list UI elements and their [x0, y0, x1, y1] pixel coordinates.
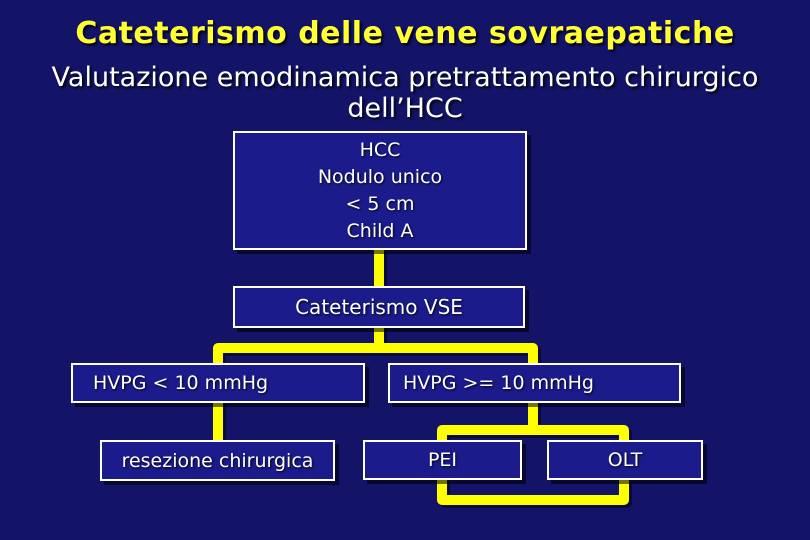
connector-pei-olt-bracket-bottom — [437, 478, 629, 505]
hcc-line-4: Child A — [346, 219, 414, 242]
flowchart-box-hcc: HCC Nodulo unico < 5 cm Child A — [233, 131, 527, 250]
flowchart-box-pei: PEI — [363, 440, 522, 480]
connector-pei-olt-bracket-top — [437, 425, 629, 441]
slide-subtitle: Valutazione emodinamica pretrattamento c… — [0, 62, 810, 124]
slide-title: Cateterismo delle vene sovraepatiche — [75, 16, 735, 51]
hcc-line-3: < 5 cm — [345, 192, 415, 215]
subtitle-line-2: dell’HCC — [347, 93, 463, 124]
hcc-line-2: Nodulo unico — [317, 165, 443, 188]
flowchart-box-hvpg-low: HVPG < 10 mmHg — [71, 363, 365, 403]
connector-branch-bar — [213, 343, 538, 366]
hcc-line-1: HCC — [359, 138, 401, 161]
flowchart-box-hvpg-high: HVPG >= 10 mmHg — [388, 363, 681, 403]
flowchart-box-resezione-chirurgica: resezione chirurgica — [100, 440, 335, 481]
flowchart-box-cateterismo-vse: Cateterismo VSE — [233, 286, 525, 328]
flowchart-box-olt: OLT — [547, 440, 703, 480]
subtitle-line-1: Valutazione emodinamica pretrattamento c… — [51, 62, 759, 93]
